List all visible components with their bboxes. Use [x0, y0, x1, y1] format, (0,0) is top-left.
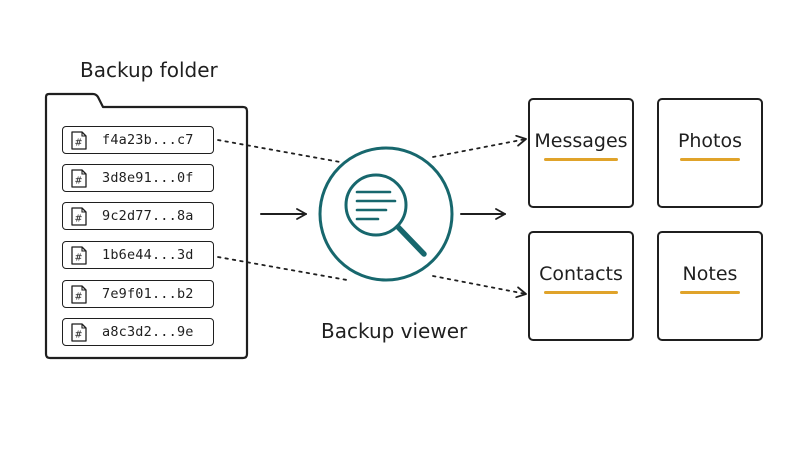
magnifier-over-document-icon: [344, 173, 427, 257]
backup-file-item[interactable]: # f4a23b...c7: [62, 126, 214, 154]
category-card-notes[interactable]: Notes: [657, 231, 763, 341]
backup-file-item[interactable]: # 3d8e91...0f: [62, 164, 214, 192]
connector-file-1-to-viewer: [217, 139, 341, 163]
backup-folder-title: Backup folder: [80, 58, 218, 82]
svg-text:#: #: [75, 176, 83, 187]
file-hash-name: 1b6e44...3d: [102, 247, 194, 263]
viewer-circle: [318, 146, 454, 282]
file-hash-name: f4a23b...c7: [102, 132, 194, 148]
hash-file-icon: #: [71, 131, 87, 150]
svg-text:#: #: [75, 253, 83, 264]
hash-file-icon: #: [71, 169, 87, 188]
dotted-arrow-viewer-to-contacts: [432, 275, 527, 299]
highlight-underline: [680, 291, 740, 294]
svg-text:#: #: [75, 214, 83, 225]
hash-file-icon: #: [71, 246, 87, 265]
highlight-underline: [544, 291, 618, 294]
file-hash-name: 9c2d77...8a: [102, 208, 194, 224]
backup-folder-outline: [44, 92, 249, 360]
backup-viewer-label: Backup viewer: [321, 319, 468, 343]
dotted-arrow-viewer-to-messages: [432, 134, 527, 158]
backup-viewer-node: [318, 146, 454, 282]
backup-file-item[interactable]: # 7e9f01...b2: [62, 280, 214, 308]
highlight-underline: [544, 158, 618, 161]
svg-text:#: #: [75, 330, 83, 341]
backup-file-item[interactable]: # 1b6e44...3d: [62, 241, 214, 269]
svg-text:#: #: [75, 138, 83, 149]
hash-file-icon: #: [71, 207, 87, 226]
backup-file-item[interactable]: # 9c2d77...8a: [62, 202, 214, 230]
file-hash-name: 7e9f01...b2: [102, 286, 194, 302]
category-card-contacts[interactable]: Contacts: [528, 231, 634, 341]
category-card-photos[interactable]: Photos: [657, 98, 763, 208]
svg-text:#: #: [75, 292, 83, 303]
backup-file-item[interactable]: # a8c3d2...9e: [62, 318, 214, 346]
category-card-messages[interactable]: Messages: [528, 98, 634, 208]
file-hash-name: 3d8e91...0f: [102, 170, 194, 186]
category-card-label: Contacts: [539, 263, 623, 285]
hash-file-icon: #: [71, 285, 87, 304]
highlight-underline: [680, 158, 740, 161]
hash-file-icon: #: [71, 323, 87, 342]
file-hash-name: a8c3d2...9e: [102, 324, 194, 340]
connector-file-4-to-viewer: [217, 256, 348, 281]
category-card-label: Messages: [534, 130, 628, 152]
category-card-label: Photos: [677, 130, 743, 152]
category-card-label: Notes: [682, 263, 738, 285]
